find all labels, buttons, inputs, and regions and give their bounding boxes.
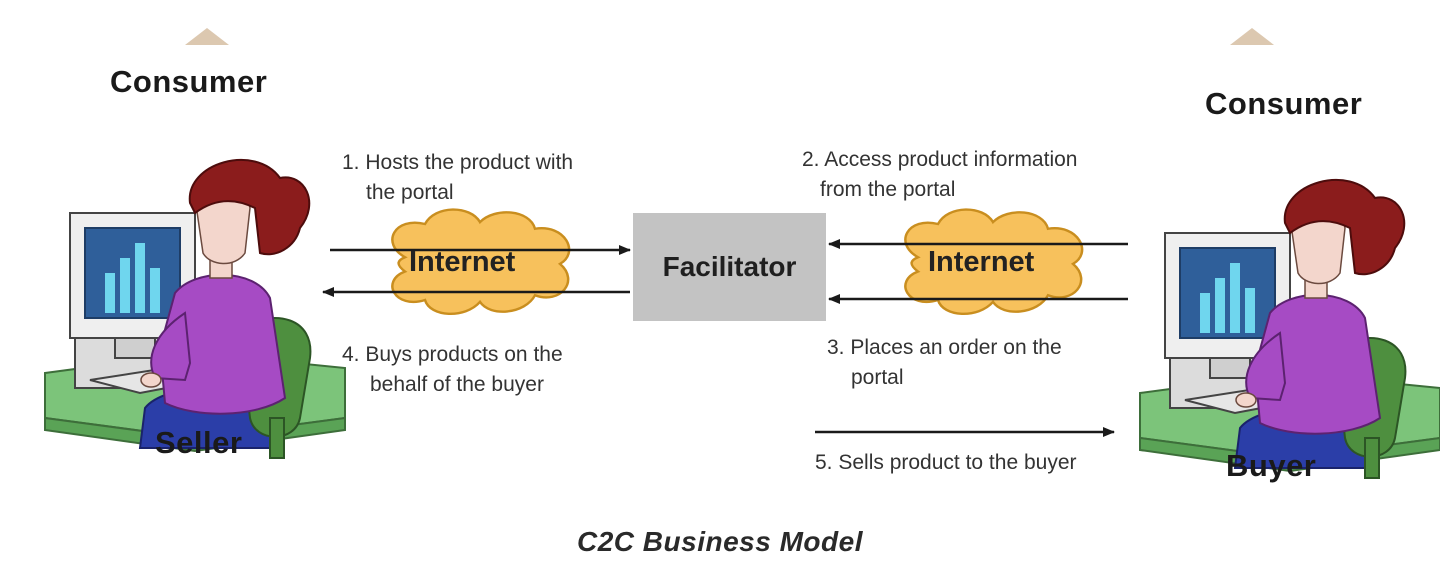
- step4-line2: behalf of the buyer: [370, 373, 544, 396]
- step3-line1: 3. Places an order on the: [827, 336, 1062, 359]
- step4-line1: 4. Buys products on the: [342, 343, 563, 366]
- step2-line1: 2. Access product information: [802, 148, 1078, 171]
- buyer-label: Buyer: [1226, 448, 1317, 483]
- step5-text: 5. Sells product to the buyer: [815, 451, 1077, 474]
- step2-text: 2. Access product information from the p…: [802, 145, 1077, 205]
- facilitator-label: Facilitator: [662, 251, 797, 282]
- decor-triangle: [185, 28, 229, 45]
- step2-line2: from the portal: [820, 178, 956, 201]
- diagram-caption: C2C Business Model: [577, 526, 863, 557]
- consumer-label-right: Consumer: [1205, 86, 1363, 121]
- decor-triangle: [1230, 28, 1274, 45]
- internet-label-left: Internet: [409, 246, 516, 278]
- seller-label: Seller: [155, 425, 243, 460]
- facilitator-box: Facilitator: [633, 213, 826, 321]
- seller-figure-icon: [44, 158, 346, 459]
- internet-label-right: Internet: [928, 246, 1035, 278]
- step1-text: 1. Hosts the product with the portal: [342, 148, 573, 208]
- consumer-label-left: Consumer: [110, 64, 268, 99]
- step1-line2: the portal: [366, 181, 454, 204]
- buyer-figure-icon: [1139, 178, 1440, 479]
- step4-text: 4. Buys products on the behalf of the bu…: [342, 340, 563, 400]
- step3-line2: portal: [851, 366, 904, 389]
- step1-line1: 1. Hosts the product with: [342, 151, 574, 174]
- step3-text: 3. Places an order on the portal: [827, 333, 1062, 393]
